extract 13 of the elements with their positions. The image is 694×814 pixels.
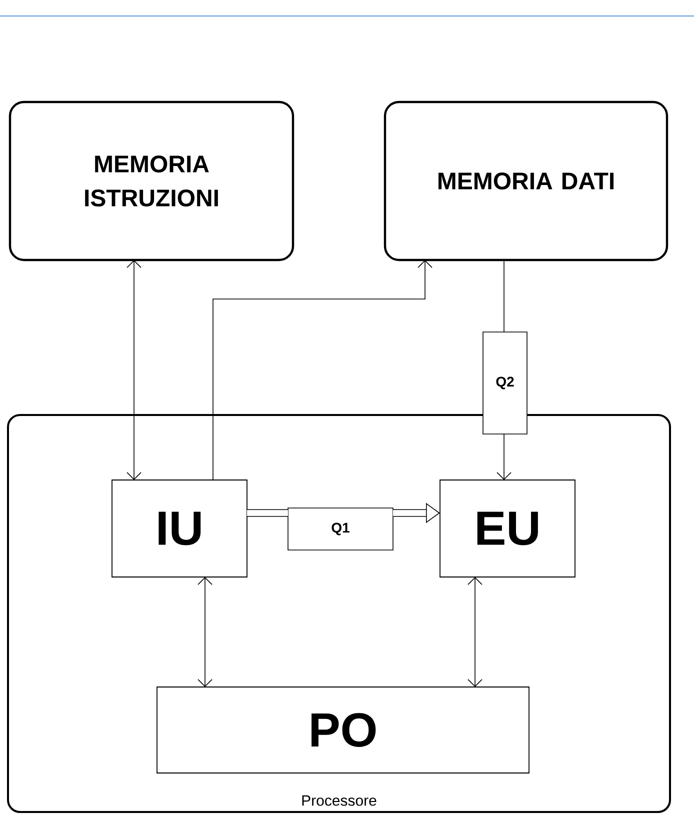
memory-box: MEMORIA DATI bbox=[384, 100, 668, 262]
arrow bbox=[212, 260, 432, 480]
unit-box: IU bbox=[112, 480, 248, 578]
arrow bbox=[496, 434, 512, 480]
arrow bbox=[198, 577, 212, 687]
queue-box: Q2 bbox=[482, 332, 528, 434]
connector-line bbox=[247, 509, 288, 517]
unit-box: PO bbox=[156, 686, 530, 774]
unit-box: EU bbox=[440, 480, 576, 578]
queue-box: Q1 bbox=[288, 508, 394, 550]
arrow bbox=[468, 577, 482, 687]
memory-box: MEMORIA ISTRUZIONI bbox=[8, 100, 294, 262]
arrow bbox=[126, 260, 142, 480]
